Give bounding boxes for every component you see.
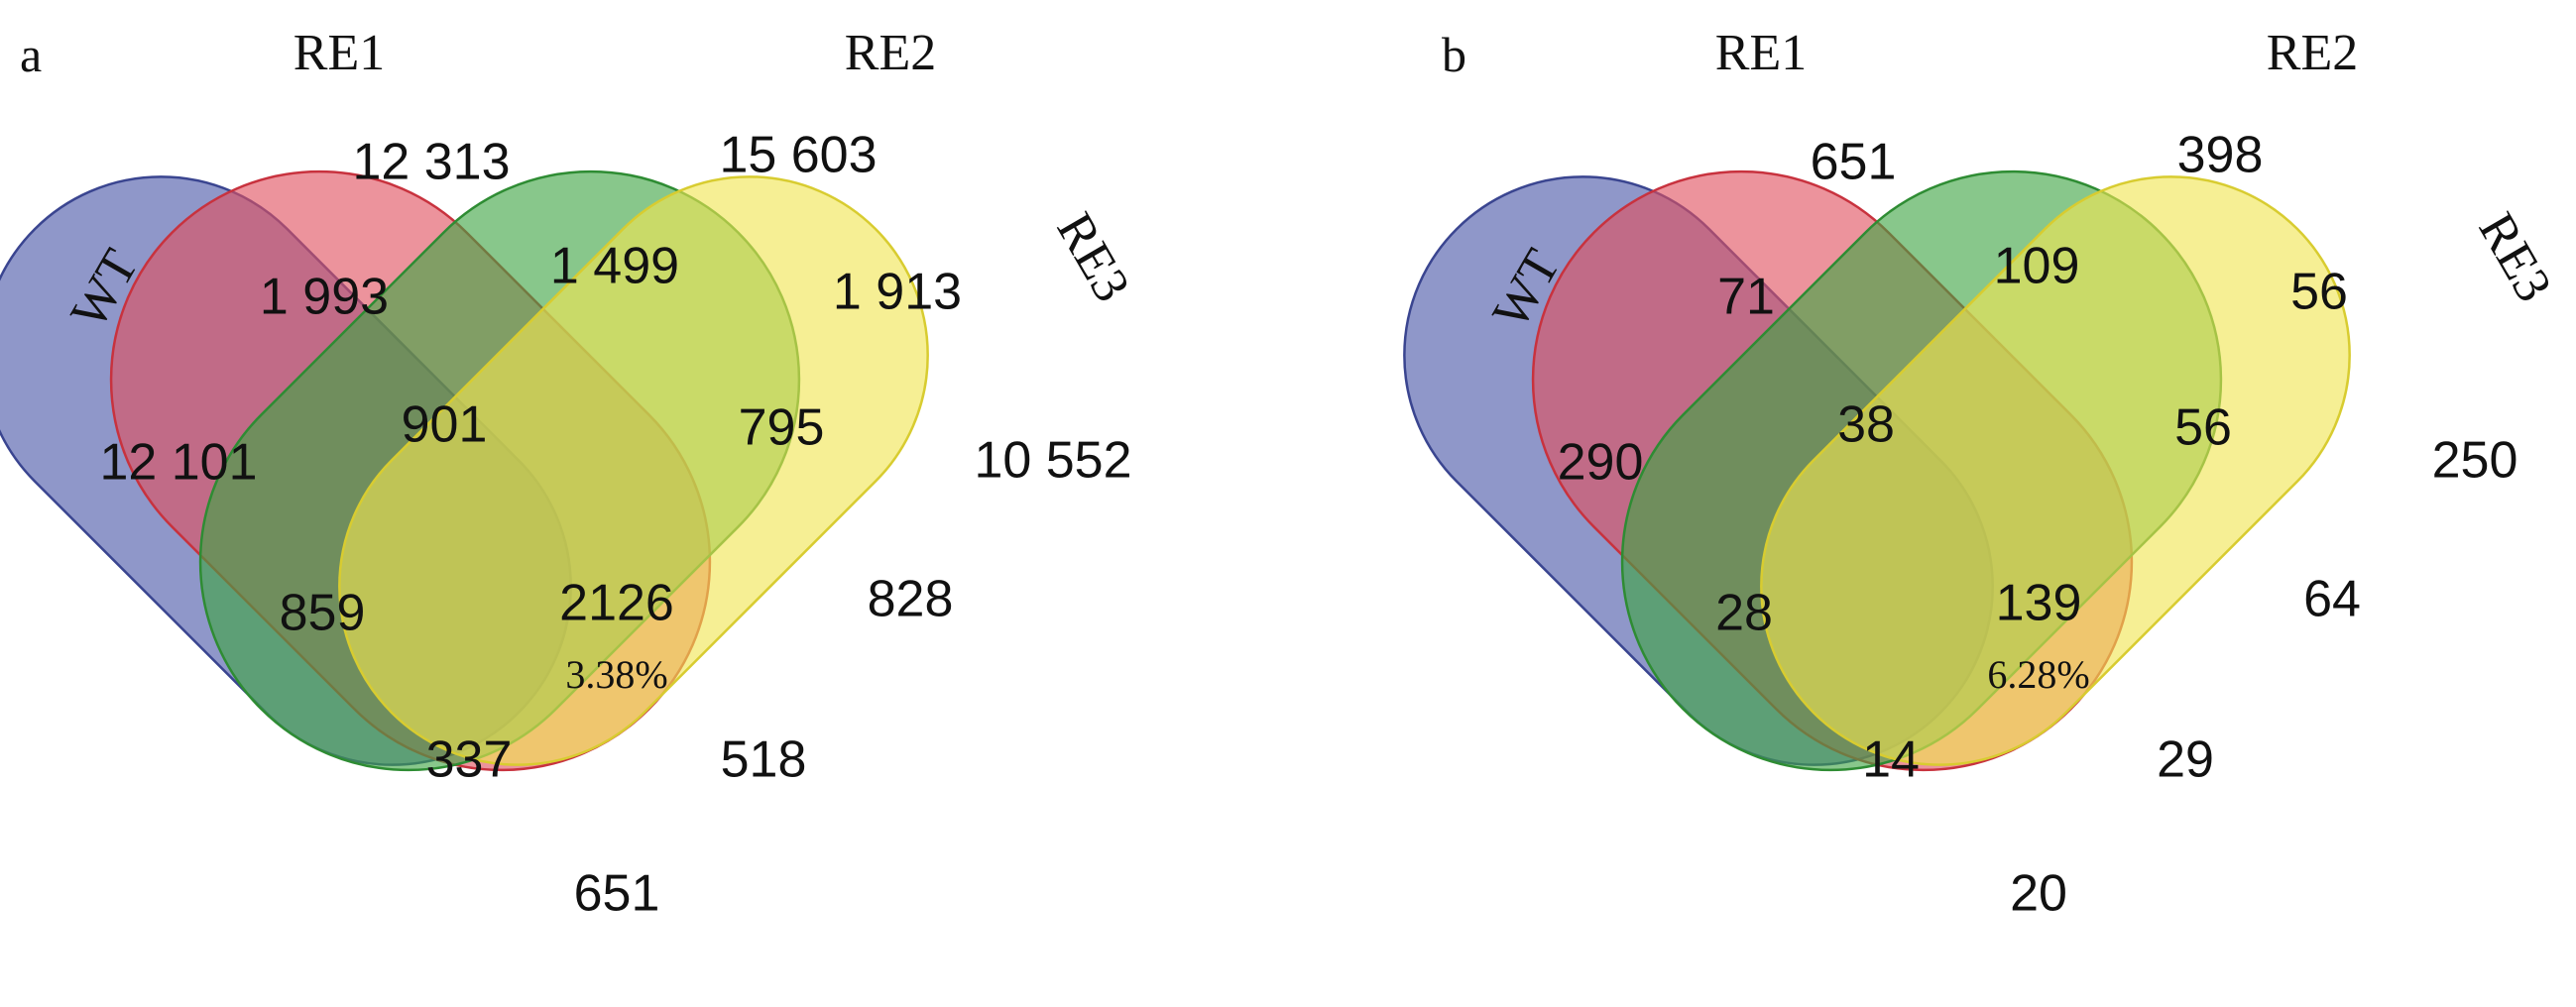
region-count: 1 993 <box>260 269 389 326</box>
region-count: 29 <box>2157 731 2214 789</box>
set-label-re2: RE2 <box>845 25 936 81</box>
intersection-percent: 3.38% <box>565 652 667 697</box>
region-count: 518 <box>721 731 807 789</box>
region-count: 15 603 <box>719 127 877 184</box>
intersection-percent: 6.28% <box>1987 652 2089 697</box>
region-count: 56 <box>2290 264 2348 321</box>
region-count: 337 <box>426 731 513 789</box>
region-count: 795 <box>739 399 825 457</box>
region-count: 28 <box>1715 585 1773 642</box>
panel-letter: b <box>1442 27 1466 82</box>
region-count: 20 <box>2010 865 2067 923</box>
region-count: 139 <box>1996 575 2082 632</box>
region-count: 901 <box>402 396 488 454</box>
set-shape-re3 <box>1760 175 2351 766</box>
region-count: 12 101 <box>99 434 257 492</box>
region-count: 1 913 <box>833 264 962 321</box>
region-count: 651 <box>1811 134 1897 191</box>
region-count: 859 <box>280 585 366 642</box>
region-count: 398 <box>2177 127 2264 184</box>
region-count: 290 <box>1558 434 1644 492</box>
region-count: 14 <box>1862 731 1920 789</box>
region-count: 651 <box>574 865 660 923</box>
region-count: 12 313 <box>352 134 510 191</box>
set-shape-re3 <box>338 175 929 766</box>
set-label-re1: RE1 <box>293 25 385 81</box>
set-label-re3: RE3 <box>1045 203 1140 311</box>
region-count: 109 <box>1994 238 2080 295</box>
set-label-re1: RE1 <box>1715 25 1807 81</box>
region-count: 10 552 <box>974 432 1131 490</box>
set-label-re2: RE2 <box>2267 25 2358 81</box>
region-count: 56 <box>2174 399 2232 457</box>
region-count: 2126 <box>559 575 674 632</box>
region-count: 1 499 <box>550 238 679 295</box>
set-label-re3: RE3 <box>2467 203 2562 311</box>
region-count: 64 <box>2303 571 2361 628</box>
panel-letter: a <box>20 27 42 82</box>
region-count: 828 <box>868 571 954 628</box>
region-count: 71 <box>1717 269 1775 326</box>
region-count: 38 <box>1837 396 1895 454</box>
region-count: 250 <box>2432 432 2518 490</box>
